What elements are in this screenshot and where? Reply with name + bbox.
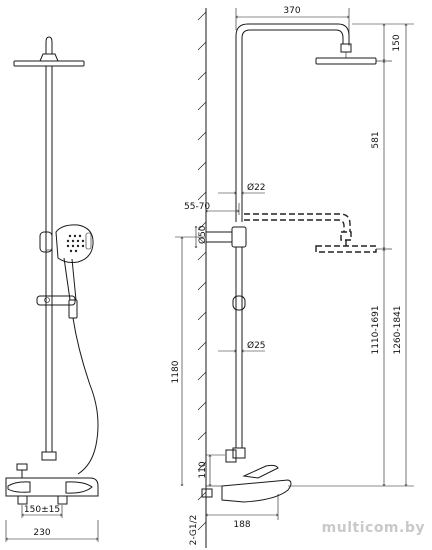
front-view: 150±15 230: [5, 36, 99, 542]
height-range-a-label: 1110-1691: [371, 305, 381, 354]
rail-diameter-dimension: Ø22: [218, 182, 266, 193]
wall-offset-dimension: 55-70: [184, 202, 239, 215]
lower-pipe-diameter-label: Ø25: [247, 340, 266, 351]
head-height-dimension: 150: [352, 24, 402, 61]
top-arm-dimension: 370: [236, 6, 349, 46]
mixer-height-dimension: 1180: [171, 237, 206, 486]
mixer-width-dimension: 230: [6, 520, 98, 542]
lowered-arm-dashed: [244, 213, 377, 253]
watermark: multicom.by: [322, 520, 425, 536]
rain-shower-head-front: [13, 53, 85, 67]
inlet-thread-label: 2-G1/2: [189, 515, 199, 546]
height-1180-label: 1180: [171, 360, 181, 383]
shower-arm-side: [235, 23, 377, 222]
lower-pipe-diameter-dimension: Ø25: [218, 340, 266, 351]
height-range-a-dimension: 1110-1691: [371, 249, 384, 486]
wall-hatching: [197, 8, 207, 548]
mixer-width-label: 230: [33, 528, 50, 538]
inlet-spacing-dimension: 150±15: [22, 505, 62, 518]
slide-holder-front: [36, 295, 76, 306]
bracket-diameter-label: Ø50: [197, 225, 208, 244]
inlet-spacing-label: 150±15: [24, 505, 60, 515]
rail-diameter-label: Ø22: [247, 182, 266, 193]
top-width-label: 370: [283, 6, 300, 16]
arm-drop-label: 581: [371, 131, 381, 148]
wall-bracket: Ø50: [196, 225, 247, 248]
mixer-inlet-height-dimension: 110: [198, 455, 225, 486]
head-height-label: 150: [392, 34, 402, 51]
inlet-height-label: 110: [198, 461, 208, 478]
height-range-b-dimension: 1260-1841: [288, 24, 414, 486]
height-range-b-label: 1260-1841: [393, 305, 403, 354]
riser-pipe-front: [45, 66, 53, 452]
lower-rail-side: [232, 247, 246, 448]
mixer-side: [201, 447, 292, 503]
spout-projection-dimension: 188: [206, 494, 278, 530]
side-view: 370 Ø22 55-70: [171, 6, 414, 548]
hand-shower-front: [39, 224, 94, 319]
arm-drop-dimension: 581: [371, 61, 392, 249]
mixer-front: [5, 463, 99, 505]
spout-projection-label: 188: [233, 520, 250, 530]
shower-hose-front: [72, 317, 99, 475]
wall-offset-label: 55-70: [184, 202, 210, 212]
